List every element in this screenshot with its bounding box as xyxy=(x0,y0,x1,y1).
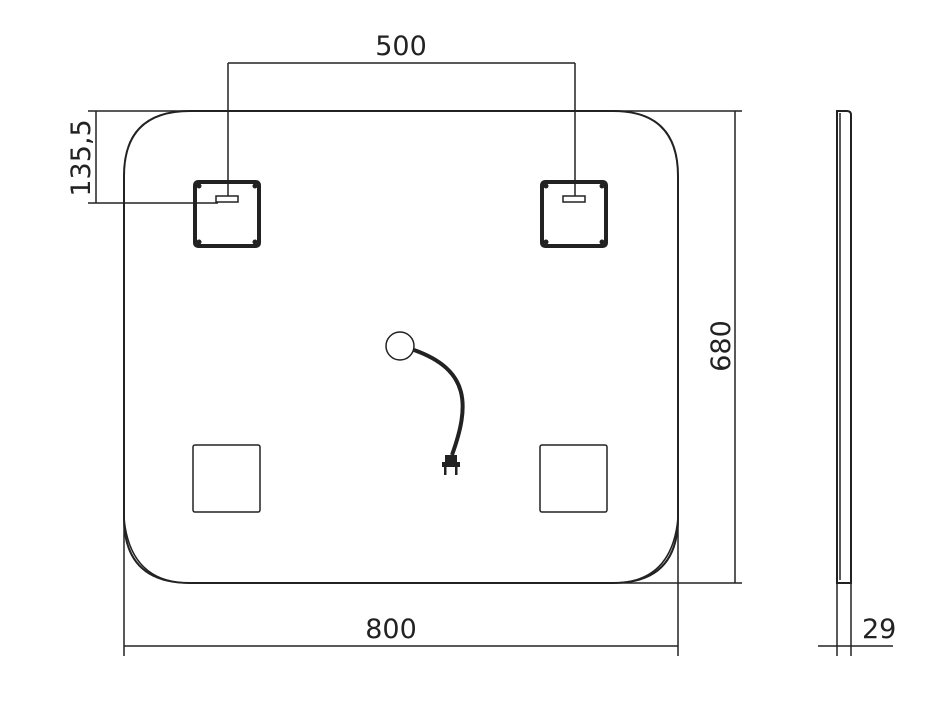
dimension-width: 800 xyxy=(123,518,679,656)
plug-icon xyxy=(442,455,460,475)
power-cable-icon xyxy=(413,348,465,456)
hanging-bracket-right xyxy=(540,180,608,248)
hanging-bracket-left xyxy=(193,180,261,248)
spacer-pad-left xyxy=(192,444,261,513)
dimension-top-offset: 135,5 xyxy=(66,110,218,204)
switch-icon xyxy=(385,331,415,361)
dimension-bracket-spacing: 500 xyxy=(227,31,576,196)
mirror-bottom-right-bevel xyxy=(612,517,679,584)
mirror-bottom-left-bevel xyxy=(123,517,191,584)
dimension-label-680: 680 xyxy=(706,320,737,372)
mirror-side-view xyxy=(818,110,893,656)
dimension-label-500: 500 xyxy=(375,31,427,62)
dimension-label-800: 800 xyxy=(365,614,417,645)
dimension-height: 680 xyxy=(610,110,742,584)
spacer-pad-right xyxy=(539,444,608,513)
dimension-label-135-5: 135,5 xyxy=(66,119,97,196)
dimension-label-29: 29 xyxy=(862,614,896,645)
